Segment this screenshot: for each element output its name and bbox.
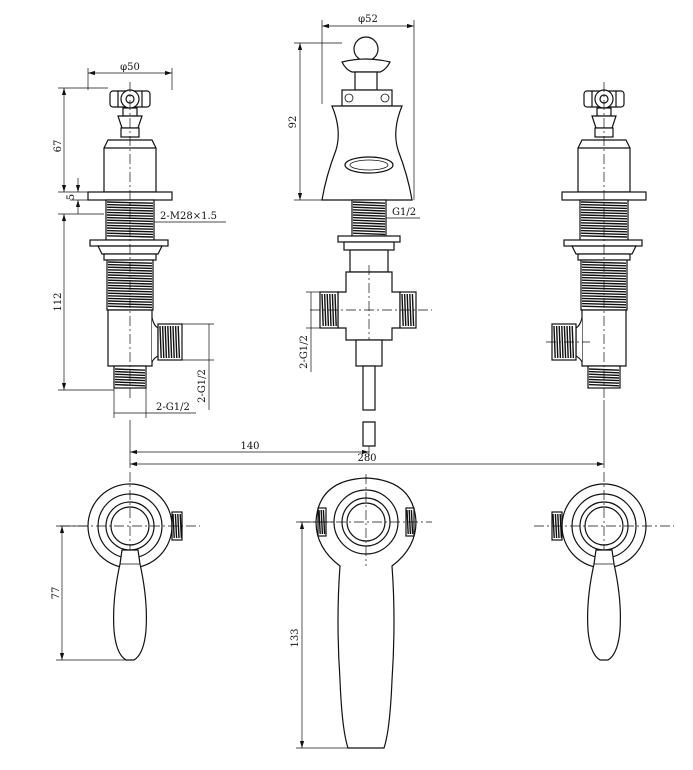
thread-line [555, 325, 559, 359]
thread-line [172, 325, 175, 359]
dim-dia-52: φ52 [358, 14, 378, 25]
thread-hatching [159, 325, 181, 359]
thread-line [106, 216, 154, 220]
thread-line [352, 206, 386, 210]
thread-line [107, 276, 153, 280]
thread-hatching [580, 201, 628, 238]
dim-span-280: 280 [357, 453, 376, 464]
dim-height-67: 67 [53, 140, 64, 153]
left-lever-handle[interactable] [113, 549, 147, 661]
thread-line [177, 513, 180, 539]
thread-line [106, 222, 154, 225]
dim-thread-g12-left-bottom: 2-G1/2 [156, 402, 190, 413]
thread-line [352, 209, 386, 212]
dim-height-92: 92 [288, 116, 299, 129]
thread-line [107, 289, 153, 293]
thread-line [352, 222, 386, 225]
thread-line [107, 271, 153, 275]
thread-line [114, 383, 146, 387]
right-valve-elevation [546, 82, 647, 400]
right-lever-handle[interactable] [587, 549, 621, 661]
thread-line [159, 325, 162, 359]
thread-line [106, 206, 154, 210]
thread-line [352, 214, 386, 217]
thread-line [167, 325, 170, 359]
thread-line [352, 227, 386, 230]
spout-plan-outline [315, 477, 417, 749]
tee-connector [310, 265, 432, 375]
thread-line [114, 381, 146, 384]
thread-line [169, 325, 173, 359]
thread-line [409, 293, 412, 327]
thread-line [179, 513, 183, 539]
thread-line [580, 219, 628, 223]
dim-height-5: 5 [66, 194, 77, 200]
dim-thread-g12-spout: G1/2 [392, 207, 416, 218]
thread-line [580, 222, 628, 225]
thread-line [561, 325, 564, 359]
thread-line [177, 325, 181, 359]
left-valve-plan [60, 472, 200, 661]
threaded-shank [89, 199, 169, 311]
thread-line [114, 368, 146, 371]
thread-line [106, 219, 154, 223]
thread-line [323, 293, 327, 327]
thread-line [581, 271, 627, 275]
thread-line [352, 232, 386, 236]
spout-aerator [344, 156, 394, 174]
spout-knob [353, 36, 379, 62]
thread-line [581, 276, 627, 280]
thread-line [406, 509, 409, 535]
thread-line [107, 295, 153, 298]
thread-hatching [352, 201, 386, 236]
thread-line [352, 219, 386, 223]
thread-line [106, 235, 154, 238]
thread-line [580, 216, 628, 220]
dim-height-112: 112 [53, 292, 64, 311]
thread-line [581, 295, 627, 298]
thread-line [580, 203, 628, 207]
thread-line [114, 378, 146, 382]
thread-line [352, 229, 386, 233]
thread-line [352, 216, 386, 220]
dim-thread-g12-left-side: 2-G1/2 [197, 369, 208, 403]
thread-line [580, 201, 628, 204]
thread-line [352, 203, 386, 207]
thread-hatching [318, 509, 414, 535]
dim-span-140: 140 [240, 441, 259, 452]
thread-line [581, 289, 627, 293]
thread-line [106, 203, 154, 207]
left-valve-elevation [87, 82, 183, 400]
dim-thread-m28: 2-M28×1.5 [160, 211, 217, 222]
thread-line [161, 325, 165, 359]
thread-line [321, 293, 324, 327]
thread-line [588, 381, 620, 384]
thread-line [164, 325, 168, 359]
thread-line [588, 368, 620, 371]
thread-line [106, 201, 154, 204]
thread-line [352, 201, 386, 204]
spout-elevation [310, 36, 432, 447]
dim-dia-50: φ50 [120, 62, 140, 73]
spout-plan [300, 474, 432, 749]
thread-line [174, 325, 178, 359]
dimensions: φ50 φ52 67 5 92 2-M28×1.5 G1/2 112 [51, 14, 605, 749]
thread-line [588, 383, 620, 387]
thread-line [588, 378, 620, 382]
thread-line [352, 224, 386, 228]
thread-line [326, 293, 330, 327]
spout-body [321, 105, 413, 201]
thread-line [352, 211, 386, 215]
dim-depth-133: 133 [290, 628, 301, 647]
dim-depth-77: 77 [51, 587, 62, 600]
thread-line [580, 235, 628, 238]
right-valve-plan [534, 472, 674, 661]
thread-line [580, 206, 628, 210]
dim-thread-g12-center: 2-G1/2 [299, 335, 310, 369]
